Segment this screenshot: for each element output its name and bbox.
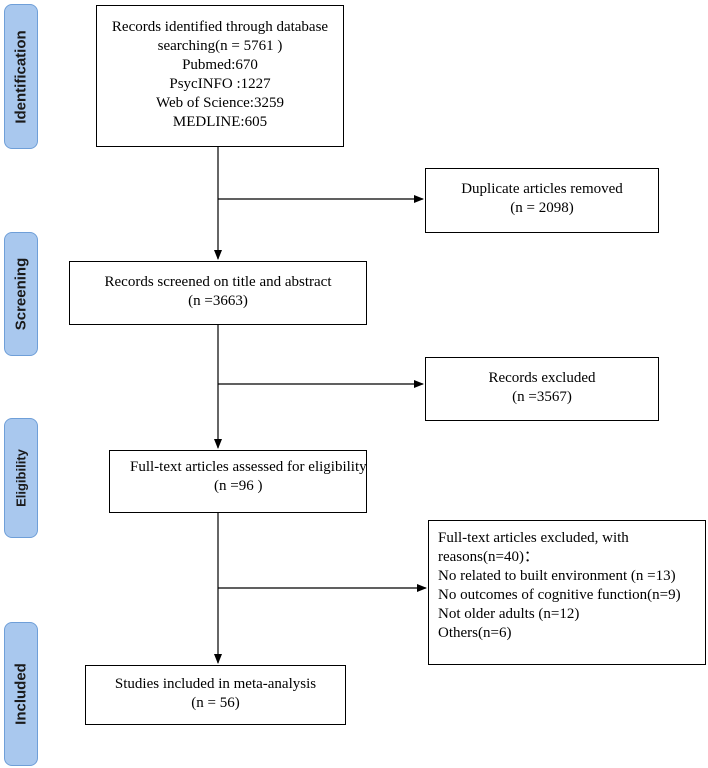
box-text-line: (n =96 ) [214,478,263,494]
box-text-line: (n =3663) [188,293,248,309]
box-duplicates-removed: Duplicate articles removed (n = 2098) [425,168,659,233]
box-text-line: reasons(n=40)： [438,549,539,565]
box-text-line: Studies included in meta-analysis [114,676,317,692]
box-text-line: Web of Science:3259 [156,95,284,111]
box-text-line: (n = 2098) [510,200,574,216]
box-text-line: (n = 56) [191,695,240,711]
box-text-line: Others(n=6) [438,625,512,641]
box-text-line: Full-text articles assessed for eligibil… [130,459,367,475]
box-records-identified: Records identified through database sear… [96,5,344,147]
box-records-excluded: Records excluded (n =3567) [425,357,659,421]
box-text-line: MEDLINE:605 [172,114,268,130]
box-text-line: Duplicate articles removed [461,181,623,197]
box-text-line: (n =3567) [512,389,572,405]
stage-label-included: Included [4,622,38,766]
box-text-line: Records excluded [488,370,596,386]
box-studies-included: Studies included in meta-analysis (n = 5… [85,665,346,725]
box-text-line: searching(n = 5761 ) [157,38,283,54]
stage-label-eligibility: Eligibility [4,418,38,538]
box-text-line: Pubmed:670 [182,57,258,73]
stage-label-identification: Identification [4,4,38,149]
box-fulltext-excluded: Full-text articles excluded, with reason… [428,520,706,665]
box-text-line: Records identified through database [111,19,329,35]
box-records-screened: Records screened on title and abstract (… [69,261,367,325]
box-text-line: PsycINFO :1227 [169,76,271,92]
box-text-line: No related to built environment (n =13) [438,568,676,584]
box-text-line: Not older adults (n=12) [438,606,580,622]
box-text-line: Records screened on title and abstract [104,274,332,290]
box-text-line: No outcomes of cognitive function(n=9) [438,587,681,603]
stage-label-screening: Screening [4,232,38,356]
box-fulltext-assessed: Full-text articles assessed for eligibil… [109,450,367,513]
box-text-line: Full-text articles excluded, with [438,530,629,546]
